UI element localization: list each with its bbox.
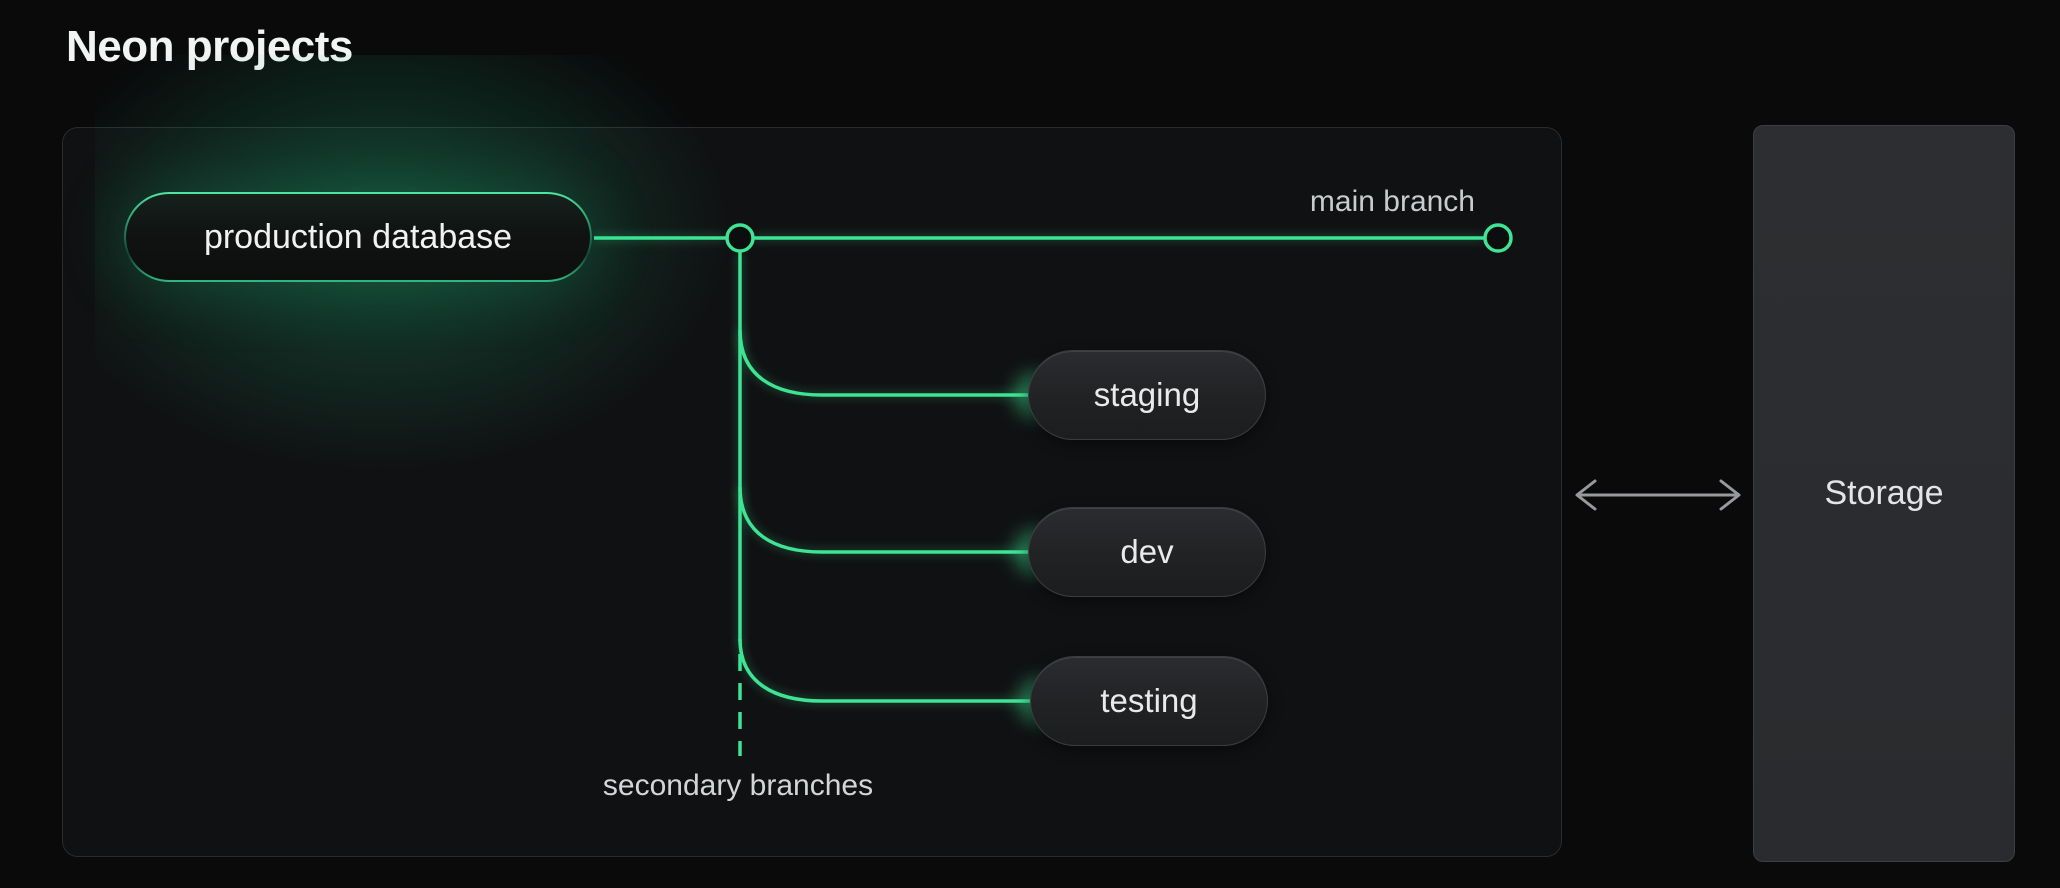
main-branch-label: main branch xyxy=(1309,185,1475,218)
production-database-node: production database xyxy=(124,192,592,282)
transfer-arrow-right-head-icon xyxy=(1719,479,1741,511)
staging-branch-line xyxy=(738,329,1040,397)
testing-node-label: testing xyxy=(1100,682,1198,719)
dev-branch-line xyxy=(738,486,1040,554)
testing-node: testing xyxy=(1030,656,1268,746)
dev-node-label: dev xyxy=(1120,533,1174,570)
production-database-label: production database xyxy=(126,194,590,280)
testing-branch-line xyxy=(738,638,1044,703)
main-branch-endpoint-node xyxy=(1483,223,1513,253)
branch-junction-node xyxy=(725,223,755,253)
storage-label: Storage xyxy=(1824,474,1944,512)
transfer-arrow-left-head-icon xyxy=(1575,479,1597,511)
page-title: Neon projects xyxy=(66,22,353,71)
secondary-branches-label: secondary branches xyxy=(602,769,874,802)
dev-node: dev xyxy=(1028,507,1266,597)
staging-node: staging xyxy=(1028,350,1266,440)
staging-node-label: staging xyxy=(1093,376,1201,413)
storage-panel: Storage xyxy=(1753,125,2015,862)
